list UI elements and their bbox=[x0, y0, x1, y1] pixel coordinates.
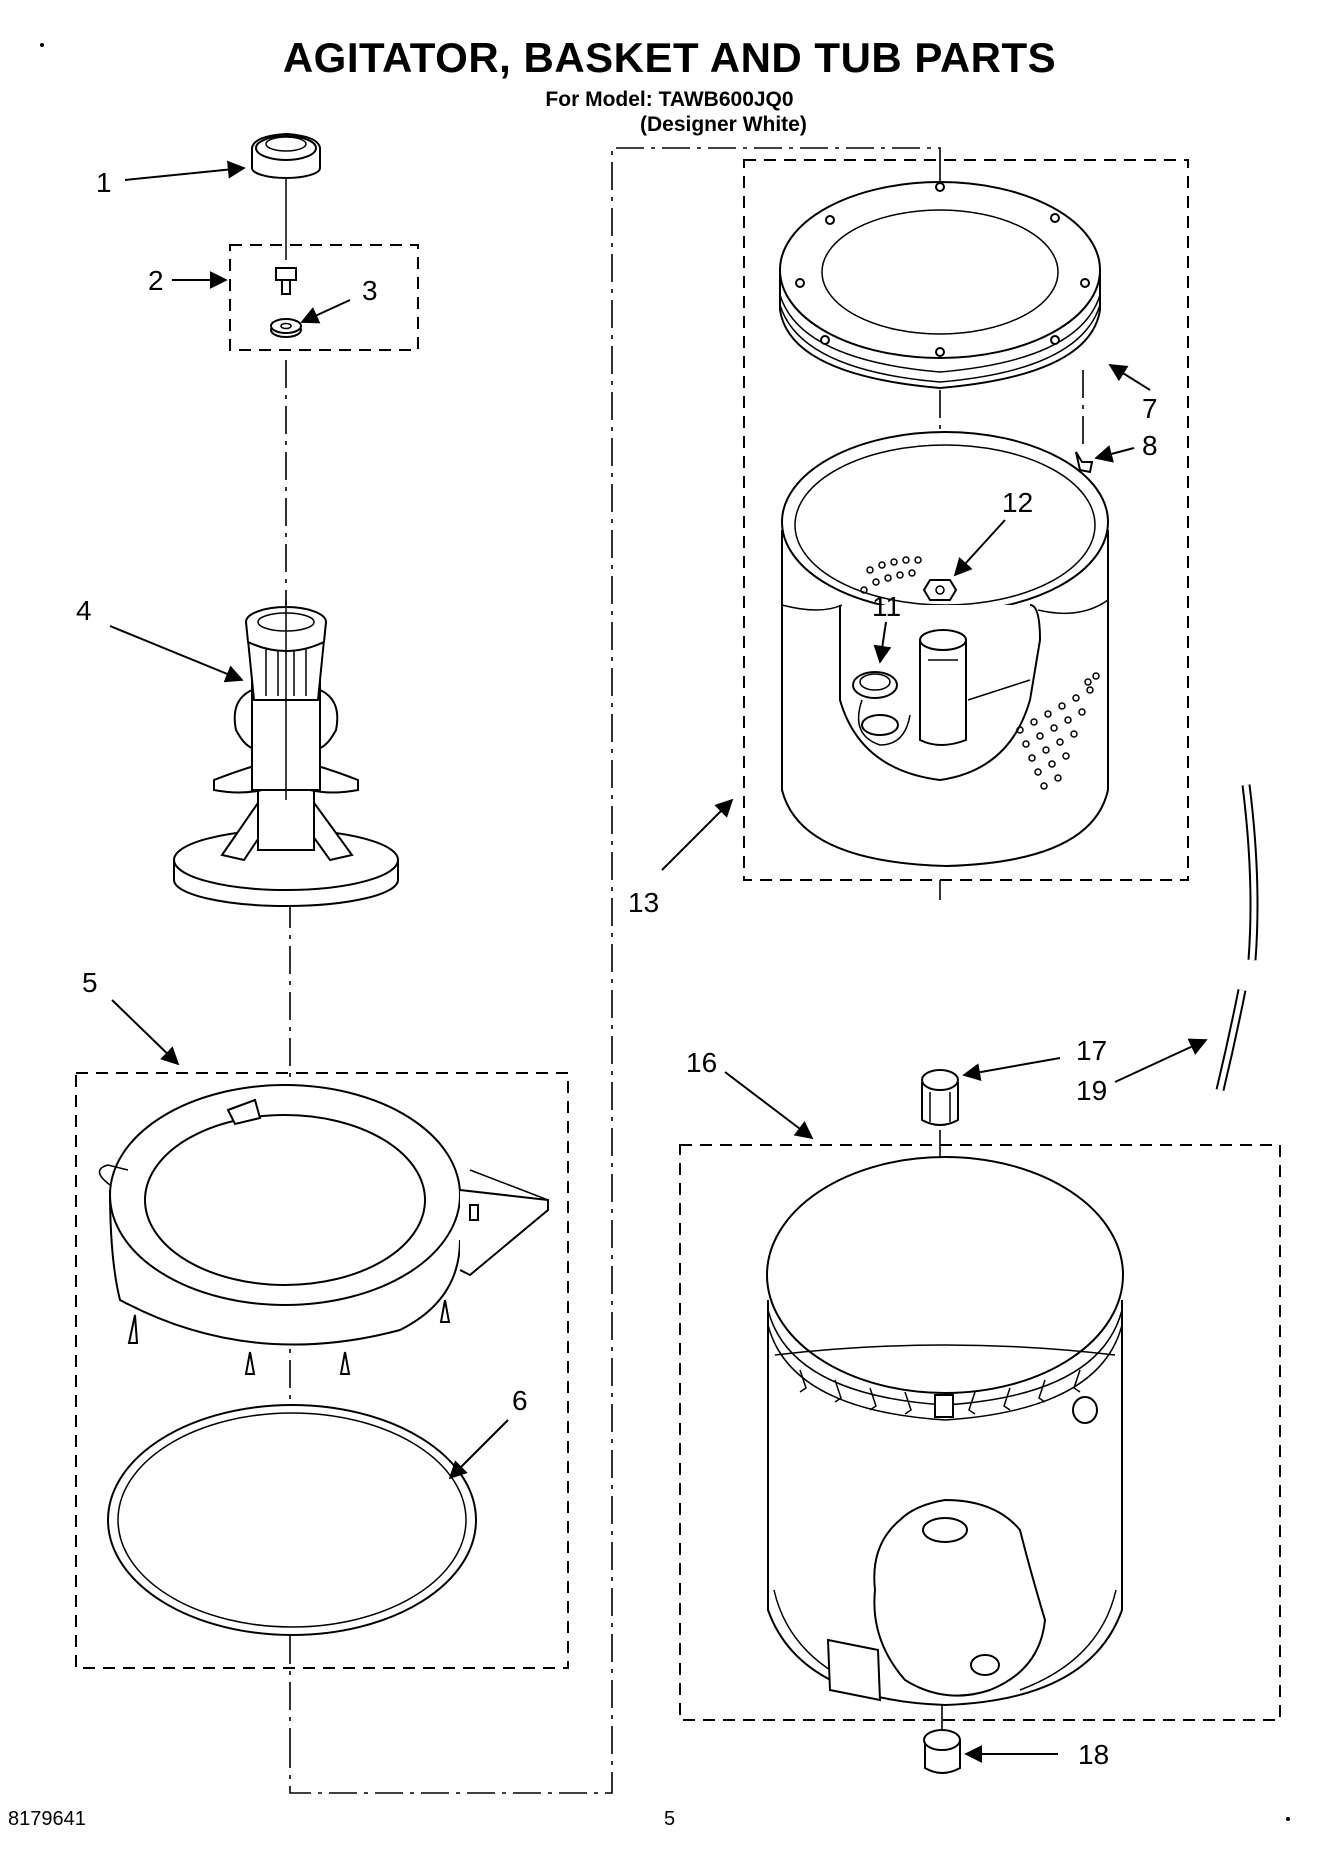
part-7-balance-ring bbox=[779, 181, 1101, 390]
callout-6: 6 bbox=[512, 1385, 528, 1416]
basket-perforations bbox=[860, 556, 1100, 790]
part-18-drain-plug bbox=[923, 1705, 961, 1774]
doc-number: 8179641 bbox=[8, 1808, 86, 1830]
part-13-group-box bbox=[743, 159, 1189, 881]
callout-19: 19 bbox=[1076, 1075, 1107, 1106]
leader-5 bbox=[111, 999, 180, 1066]
part-8-clip bbox=[1075, 370, 1094, 474]
leader-19 bbox=[1114, 1038, 1208, 1083]
leader-11 bbox=[873, 621, 892, 664]
callout-18: 18 bbox=[1078, 1739, 1109, 1770]
leader-16 bbox=[724, 1071, 814, 1140]
callout-17: 17 bbox=[1076, 1035, 1107, 1066]
assembly-connector-line bbox=[289, 147, 941, 1794]
callout-7: 7 bbox=[1142, 393, 1158, 424]
page-number: 5 bbox=[664, 1808, 676, 1830]
part-12-nut bbox=[922, 579, 958, 601]
leader-17 bbox=[962, 1057, 1061, 1082]
leader-1 bbox=[124, 160, 246, 181]
leader-4 bbox=[109, 625, 244, 683]
callout-11: 11 bbox=[872, 591, 901, 622]
part-2-3-group-box bbox=[229, 244, 419, 351]
model-line: For Model: TAWB600JQ0 bbox=[545, 88, 794, 111]
part-1-agitator-cap bbox=[251, 132, 321, 179]
leader-8 bbox=[1094, 445, 1135, 463]
callout-1: 1 bbox=[96, 167, 112, 198]
leader-6 bbox=[448, 1419, 509, 1480]
callout-3: 3 bbox=[362, 275, 378, 306]
callout-5: 5 bbox=[82, 967, 98, 998]
callout-2: 2 bbox=[148, 265, 164, 296]
callout-12: 12 bbox=[1002, 487, 1033, 518]
page-title: AGITATOR, BASKET AND TUB PARTS bbox=[282, 34, 1057, 81]
part-6-seal-ring bbox=[107, 1404, 477, 1636]
part-16-outer-tub bbox=[766, 1156, 1124, 1707]
leader-12 bbox=[953, 519, 1006, 577]
part-16-group-box bbox=[679, 1144, 1281, 1721]
leader-13 bbox=[661, 798, 734, 871]
color-line: (Designer White) bbox=[640, 113, 807, 136]
leader-7 bbox=[1108, 364, 1151, 391]
part-5-tub-ring bbox=[98, 1084, 549, 1375]
callout-16: 16 bbox=[686, 1047, 717, 1078]
part-5-group-box bbox=[75, 1072, 569, 1669]
part-3-washer bbox=[270, 318, 302, 338]
callout-8: 8 bbox=[1142, 430, 1158, 461]
part-13-basket bbox=[781, 431, 1109, 868]
part-4-agitator bbox=[173, 600, 399, 907]
callout-13: 13 bbox=[628, 887, 659, 918]
part-2-bolt bbox=[275, 267, 297, 295]
callout-4: 4 bbox=[76, 595, 92, 626]
leader-3 bbox=[300, 299, 351, 324]
part-17-fitting bbox=[921, 1069, 959, 1126]
part-19-hose bbox=[1215, 784, 1259, 1092]
